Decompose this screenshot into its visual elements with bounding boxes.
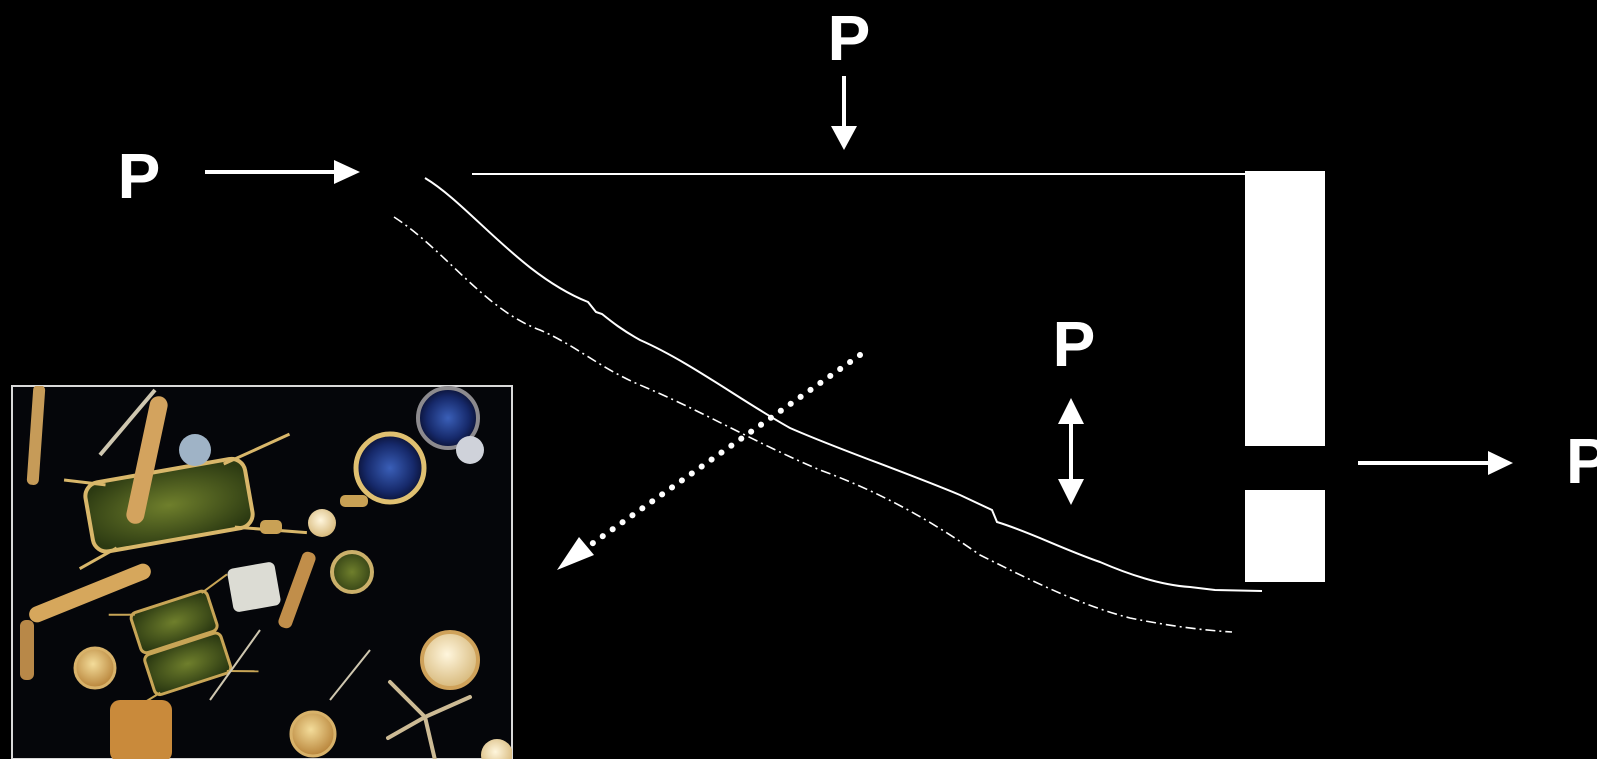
phosphorus-label-top: P [828,2,871,74]
phosphorus-label-left: P [118,140,161,212]
dam-lower-block [1245,490,1325,582]
phosphorus-label-middle: P [1053,308,1096,380]
dam-upper-block [1245,171,1325,446]
phosphorus-label-right: P [1566,425,1597,497]
phytoplankton-micrograph [12,385,513,759]
